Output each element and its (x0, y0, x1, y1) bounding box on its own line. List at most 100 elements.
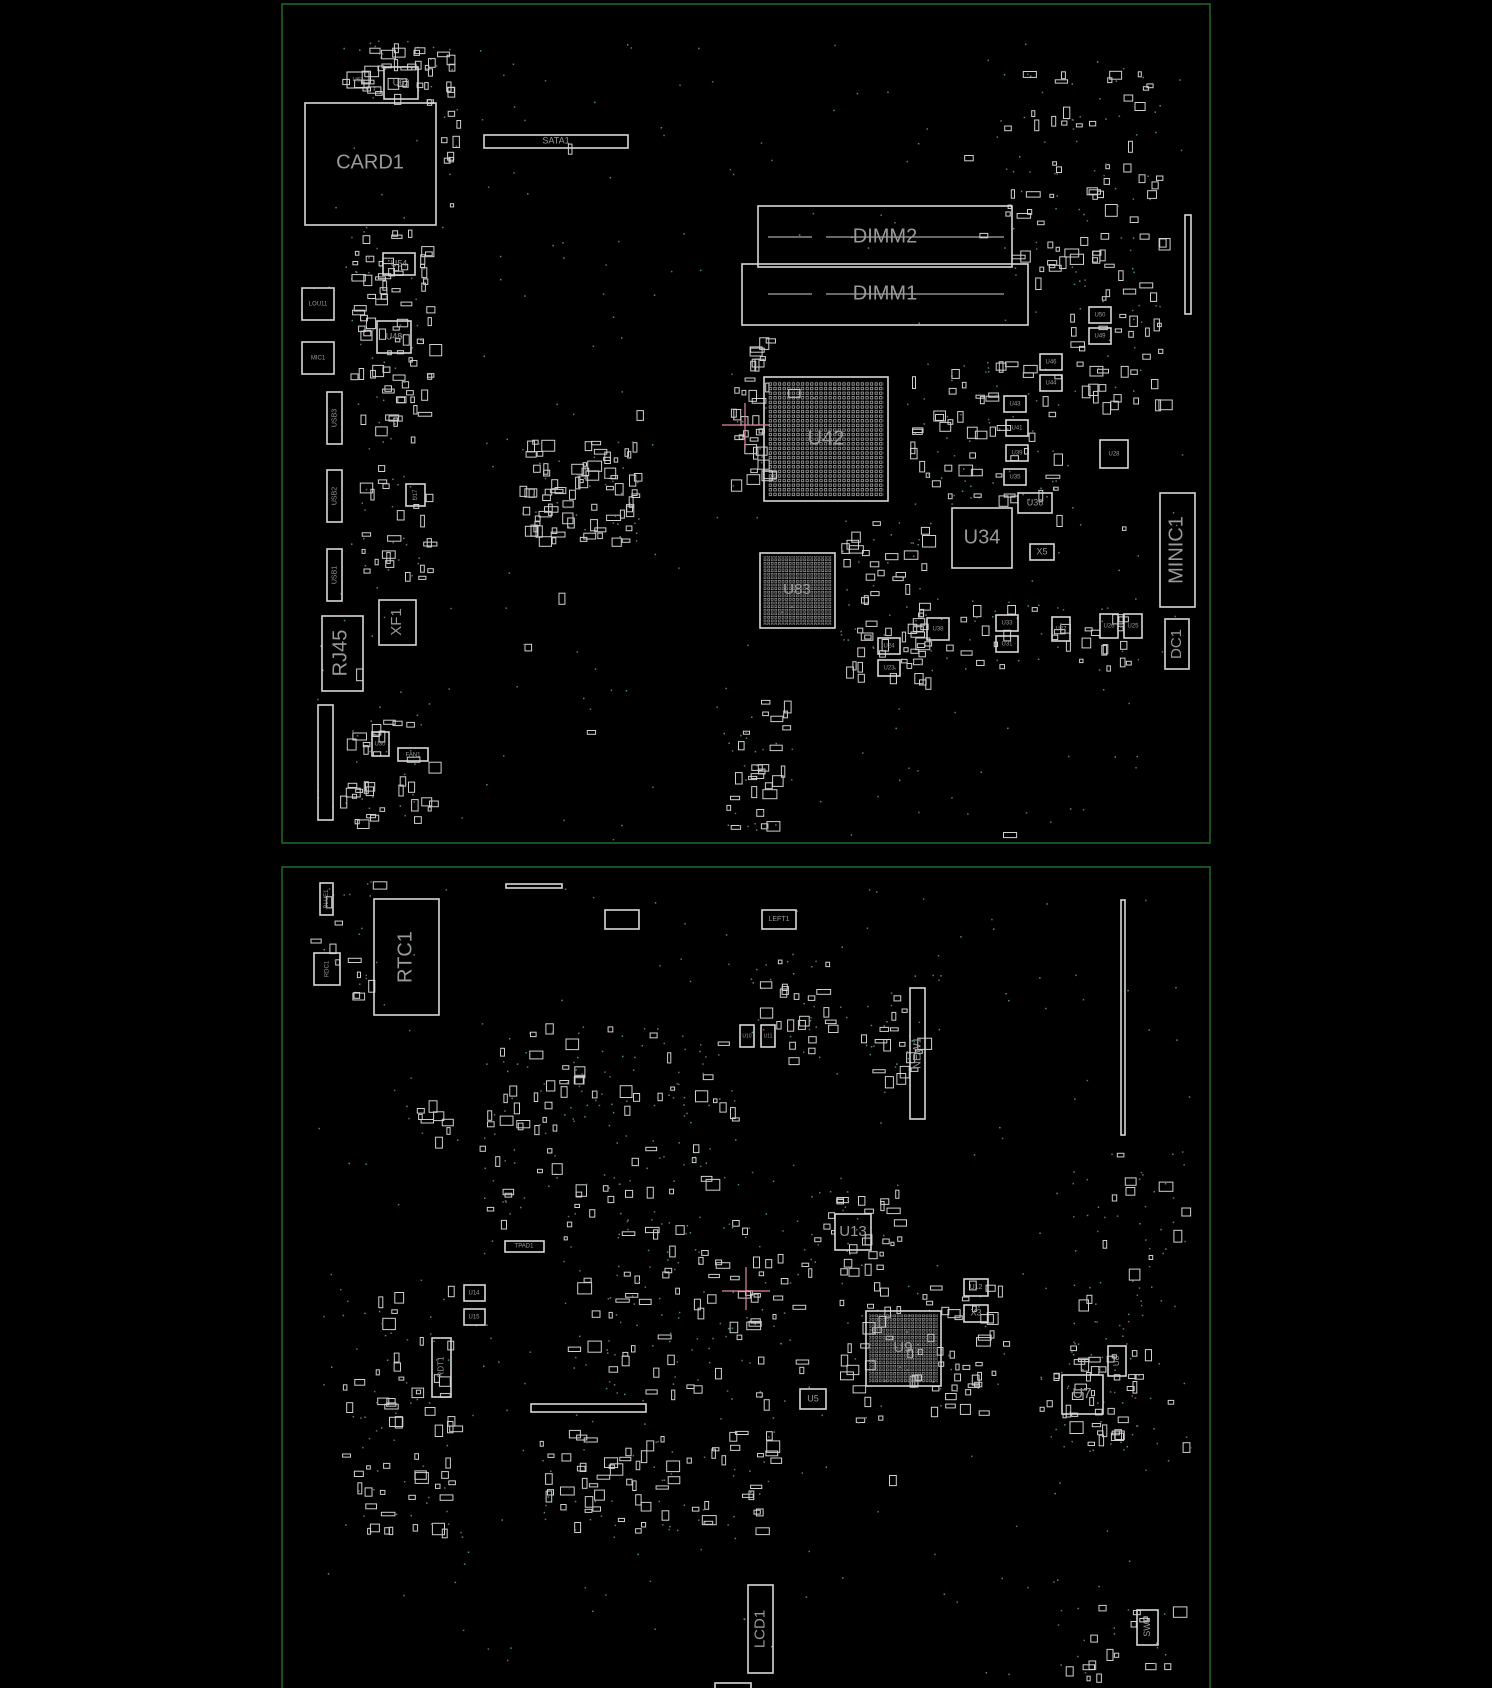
component-u50[interactable]: U50 (1088, 306, 1112, 324)
smd-pad (507, 1070, 509, 1073)
component-u36[interactable]: U36 (1017, 492, 1053, 514)
component-u43[interactable]: U43 (1003, 395, 1027, 413)
smd-pad (1057, 404, 1060, 406)
component-u44[interactable]: U44 (1039, 374, 1063, 392)
component-rtc1[interactable]: RTC1 (373, 898, 440, 1016)
component-left1[interactable]: LEFT1 (761, 909, 797, 930)
smd-pad (954, 1373, 962, 1382)
smd-pad (861, 1034, 867, 1044)
component-rj45[interactable]: RJ45 (321, 615, 364, 692)
smd-pad (447, 86, 456, 98)
smd-pad (1050, 1436, 1052, 1438)
component-usb2[interactable]: USB2 (326, 469, 343, 523)
component-u38[interactable]: U38 (926, 617, 950, 641)
component-x5[interactable]: X5 (1029, 543, 1055, 561)
smd-pad (1097, 367, 1100, 370)
component-sata1[interactable]: SATA1 (483, 134, 629, 149)
component-u39[interactable]: U39 (1005, 444, 1029, 462)
smd-pad (629, 1180, 631, 1182)
component-dimm2[interactable]: DIMM2 (757, 205, 1013, 268)
component-u28[interactable]: U28 (1099, 439, 1129, 469)
component-u63[interactable]: U63 (383, 66, 419, 100)
component-u48[interactable]: U48 (376, 320, 412, 354)
component-usb3[interactable]: USB3 (326, 391, 343, 445)
smd-pad (646, 1440, 655, 1452)
component-u15[interactable]: U15 (463, 1308, 486, 1326)
smd-pad (379, 287, 388, 295)
component-long-bar[interactable] (1120, 899, 1126, 1136)
component-u27[interactable]: U27 (1051, 616, 1071, 642)
component-u83[interactable]: U83 (759, 552, 836, 629)
component-bar-connector[interactable] (530, 1403, 647, 1413)
component-u46[interactable]: U46 (1039, 353, 1063, 371)
smd-pad (1071, 83, 1073, 85)
component-lou11[interactable]: LOU11 (301, 287, 335, 321)
component-u14[interactable]: U14 (463, 1284, 486, 1302)
component-u11[interactable]: U11 (760, 1024, 776, 1048)
component-minic1[interactable]: MINIC1 (1159, 492, 1196, 608)
component-tpad1[interactable]: TPAD1 (504, 1240, 545, 1253)
component-blue1[interactable]: BLUE1 (319, 882, 334, 916)
component-u12[interactable]: U12 (963, 1278, 989, 1297)
component-u35[interactable]: U35 (1003, 468, 1027, 486)
component-pad-box[interactable] (604, 909, 640, 930)
component-u24[interactable]: U24 (877, 637, 901, 655)
component-rdc1[interactable]: RDC1 (313, 952, 341, 986)
component-u8[interactable]: U8 (1107, 1345, 1127, 1377)
top-board-panel[interactable]: CARD1 U63 U62 SATA1 U54 LOU11 MIC1 U48 U… (281, 3, 1211, 844)
component-fan1[interactable]: FAN1 (397, 747, 429, 762)
smd-pad (1063, 106, 1071, 119)
smd-pad (392, 374, 406, 381)
component-u41[interactable]: U41 (1005, 419, 1029, 437)
component-dimm1[interactable]: DIMM1 (741, 263, 1029, 326)
smd-pad (652, 786, 654, 788)
component-new1[interactable]: NEW1 (909, 987, 926, 1120)
component-u62[interactable]: U62 (346, 71, 370, 89)
component-u26[interactable]: U26 (1099, 613, 1119, 639)
smd-pad (1087, 1441, 1095, 1446)
component-mic1[interactable]: MIC1 (301, 341, 335, 375)
component-bottom-edge-box[interactable] (714, 1682, 752, 1688)
component-x3[interactable]: X3 (963, 1304, 989, 1323)
component-u42[interactable]: U42 (763, 376, 889, 502)
bottom-board-panel[interactable]: BLUE1 RDC1 RTC1 LEFT1 NEW1 U10 U11 U13 U… (281, 866, 1211, 1688)
smd-pad (516, 1063, 519, 1065)
component-strip[interactable] (505, 883, 563, 889)
component-u31[interactable]: U31 (995, 635, 1019, 653)
component-u5[interactable]: U5 (799, 1388, 827, 1410)
smd-pad (669, 1188, 674, 1195)
component-card1[interactable]: CARD1 (304, 102, 437, 226)
component-right-connector[interactable] (1184, 214, 1192, 315)
component-xf1[interactable]: XF1 (378, 599, 417, 646)
component-sw2[interactable]: SW2 (1136, 1609, 1159, 1646)
component-u54[interactable]: U54 (382, 252, 416, 276)
smd-pad (723, 1227, 725, 1229)
component-u23[interactable]: U23 (877, 659, 901, 677)
smd-pad (502, 1061, 505, 1063)
component-u25[interactable]: U25 (1123, 613, 1143, 639)
smd-pad (1007, 727, 1009, 730)
smd-pad (654, 1628, 656, 1630)
component-usb1[interactable]: USB1 (326, 548, 343, 602)
smd-pad (932, 974, 934, 977)
component-u7[interactable]: U7 (1061, 1374, 1104, 1415)
component-u49[interactable]: U49 (1088, 327, 1112, 345)
smd-pad (1119, 313, 1127, 319)
component-dc1[interactable]: DC1 (1164, 618, 1190, 670)
component-u17[interactable]: U17 (405, 483, 426, 507)
component-left-connector[interactable] (317, 704, 334, 821)
component-u30[interactable]: U30 (371, 731, 390, 757)
smd-pad (852, 661, 857, 671)
component-lcd1[interactable]: LCD1 (747, 1584, 774, 1674)
component-u9[interactable]: U9 (865, 1310, 942, 1387)
component-rdt1[interactable]: RDT1 (431, 1337, 452, 1398)
smd-pad (1109, 1391, 1112, 1393)
smd-pad (1066, 1387, 1069, 1389)
component-u13[interactable]: U13 (834, 1213, 872, 1251)
smd-pad (1035, 241, 1038, 244)
component-u33[interactable]: U33 (995, 614, 1019, 632)
component-u34[interactable]: U34 (951, 507, 1013, 569)
component-u10[interactable]: U10 (739, 1024, 755, 1048)
smd-pad (1134, 102, 1146, 111)
